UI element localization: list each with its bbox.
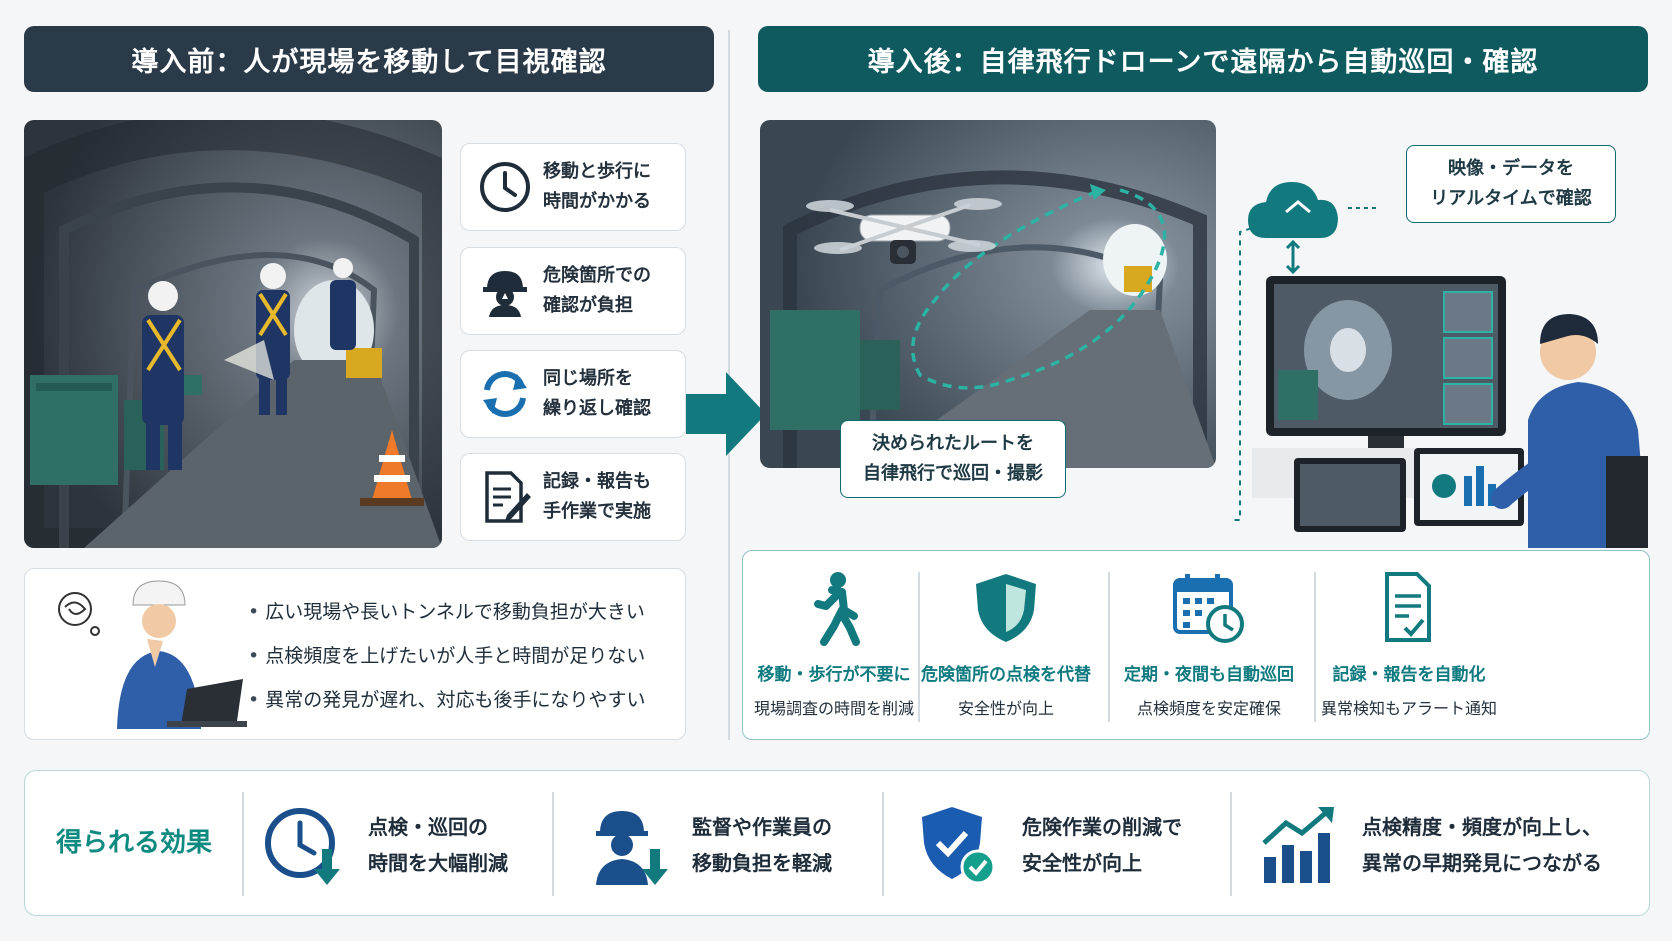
effect-safety: 危険作業の削減で 安全性が向上 — [916, 800, 1182, 890]
issue-text: 危険箇所での 確認が負担 — [543, 265, 651, 316]
monitoring-station-illustration — [1238, 270, 1648, 548]
document-check-icon — [1385, 572, 1431, 642]
issue-text: 同じ場所を 繰り返し確認 — [543, 368, 651, 419]
cloud-sync-icon — [1248, 182, 1378, 275]
clock-down-icon — [265, 808, 340, 885]
route-flight-callout: 決められたルートを 自律飛行で巡回・撮影 — [840, 420, 1066, 498]
problem-item: 異常の発見が遅れ、対応も後手になりやすい — [248, 678, 688, 722]
benefit-night-patrol: 定期・夜間も自動巡回 点検頻度を安定確保 — [1110, 570, 1308, 719]
issue-card-repeat: 同じ場所を 繰り返し確認 — [460, 350, 686, 438]
benefit-subtitle: 現場調査の時間を削減 — [753, 699, 914, 718]
effects-bar — [24, 770, 1650, 916]
benefit-divider — [1314, 572, 1316, 722]
shield-check-icon — [922, 807, 996, 885]
realtime-data-callout: 映像・データを リアルタイムで確認 — [1406, 145, 1616, 223]
problem-list: 広い現場や長いトンネルで移動負担が大きい 点検頻度を上げたいが人手と時間が足りな… — [248, 590, 688, 722]
effects-divider — [882, 792, 884, 896]
worried-worker-illustration — [58, 580, 247, 729]
effect-text: 監督や作業員の 移動負担を軽減 — [692, 815, 832, 875]
growth-chart-icon — [1262, 807, 1334, 883]
benefit-subtitle: 安全性が向上 — [957, 699, 1054, 718]
effect-text: 点検精度・頻度が向上し、 異常の早期発見につながる — [1362, 815, 1602, 875]
effects-divider — [242, 792, 244, 896]
effect-text: 危険作業の削減で 安全性が向上 — [1022, 815, 1182, 875]
effects-divider — [552, 792, 554, 896]
issue-card-record: 記録・報告も 手作業で実施 — [460, 453, 686, 541]
after-banner: 導入後：自律飛行ドローンで遠隔から自動巡回・確認 — [758, 26, 1648, 92]
calendar-clock-icon — [1173, 574, 1244, 643]
effect-early-detection: 点検精度・頻度が向上し、 異常の早期発見につながる — [1256, 800, 1602, 890]
tunnel-workers-illustration — [24, 120, 442, 548]
effect-movement-burden: 監督や作業員の 移動負担を軽減 — [586, 800, 832, 890]
transition-arrow-icon — [686, 372, 766, 456]
before-banner: 導入前：人が現場を移動して目視確認 — [24, 26, 714, 92]
benefit-auto-report: 記録・報告を自動化 異常検知もアラート通知 — [1310, 570, 1508, 719]
effect-time-reduction: 点検・巡回の 時間を大幅削減 — [262, 800, 508, 890]
benefit-divider — [918, 572, 920, 722]
issue-card-time: 移動と歩行に 時間がかかる — [460, 143, 686, 231]
effects-title: 得られる効果 — [56, 828, 213, 858]
clock-icon — [480, 162, 530, 212]
benefit-divider — [1108, 572, 1110, 722]
benefit-no-walking: 移動・歩行が不要に 現場調査の時間を削減 — [735, 570, 933, 719]
walking-person-icon — [814, 572, 860, 646]
worker-down-icon — [596, 811, 668, 885]
drone-tunnel-illustration — [760, 120, 1216, 468]
benefit-subtitle: 点検頻度を安定確保 — [1136, 699, 1281, 718]
document-pen-icon — [485, 471, 531, 523]
issue-card-danger: 危険箇所での 確認が負担 — [460, 247, 686, 335]
shield-icon — [976, 574, 1036, 642]
issue-text: 記録・報告も 手作業で実施 — [543, 471, 651, 522]
benefit-title: 移動・歩行が不要に — [757, 665, 911, 685]
worker-helmet-icon — [483, 271, 527, 317]
problem-item: 広い現場や長いトンネルで移動負担が大きい — [248, 590, 688, 634]
benefit-danger-replaced: 危険箇所の点検を代替 安全性が向上 — [907, 570, 1105, 719]
benefit-title: 危険箇所の点検を代替 — [921, 665, 1091, 685]
issue-text: 移動と歩行に 時間がかかる — [543, 161, 651, 212]
benefit-title: 記録・報告を自動化 — [1332, 665, 1486, 685]
problem-item: 点検頻度を上げたいが人手と時間が足りない — [248, 634, 688, 678]
effects-divider — [1230, 792, 1232, 896]
benefit-subtitle: 異常検知もアラート通知 — [1320, 699, 1497, 718]
effect-text: 点検・巡回の 時間を大幅削減 — [368, 815, 508, 875]
repeat-icon — [483, 371, 527, 417]
benefit-title: 定期・夜間も自動巡回 — [1124, 665, 1294, 685]
